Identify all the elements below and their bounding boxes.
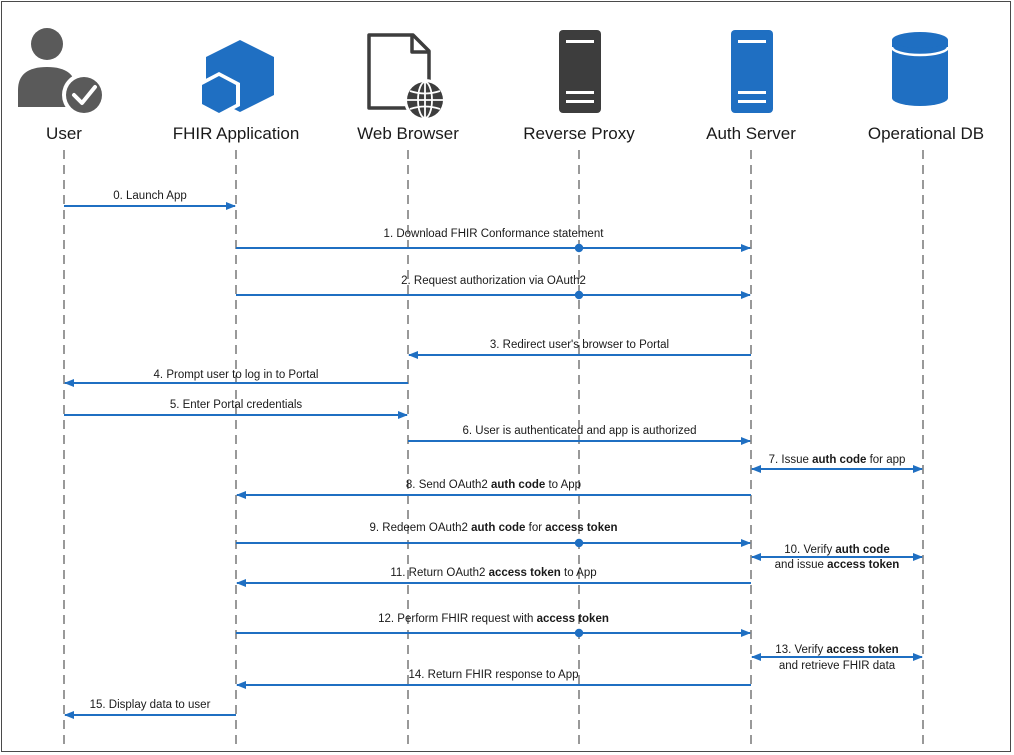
message-label-10: 10. Verify auth code [784, 544, 889, 556]
browser-globe-icon [367, 33, 446, 121]
message-label-5: 5. Enter Portal credentials [170, 399, 303, 411]
participant-labels: User FHIR Application Web Browser Revers… [46, 124, 984, 143]
proxy-pass-through-dot [574, 243, 584, 253]
participant-label-user: User [46, 124, 82, 143]
participant-label-reverse-proxy: Reverse Proxy [523, 124, 635, 143]
message-label-13-line2: and retrieve FHIR data [779, 660, 896, 672]
proxy-pass-through-dot [574, 290, 584, 300]
user-check-icon [18, 28, 106, 117]
message-label-1: 1. Download FHIR Conformance statement [384, 228, 605, 240]
proxy-pass-through-dot [574, 538, 584, 548]
message-label-9: 9. Redeem OAuth2 auth code for access to… [369, 522, 617, 534]
lifelines [63, 150, 924, 750]
message-label-14: 14. Return FHIR response to App [408, 669, 578, 681]
message-label-13: 13. Verify access token [775, 644, 898, 656]
message-label-7: 7. Issue auth code for app [769, 454, 906, 466]
database-icon [890, 32, 950, 106]
message-arrows [64, 202, 923, 719]
participant-label-operational-db: Operational DB [868, 124, 984, 143]
server-icon [559, 30, 601, 113]
message-label-4: 4. Prompt user to log in to Portal [154, 369, 319, 381]
hexagon-app-icon [198, 40, 274, 117]
message-label-8: 8. Send OAuth2 auth code to App [406, 479, 581, 491]
message-label-3: 3. Redirect user's browser to Portal [490, 339, 669, 351]
message-label-6: 6. User is authenticated and app is auth… [463, 425, 697, 437]
message-labels: 0. Launch App 1. Download FHIR Conformanc… [90, 190, 906, 711]
message-label-11: 11. Return OAuth2 access token to App [390, 567, 596, 579]
message-label-12: 12. Perform FHIR request with access tok… [378, 613, 609, 625]
participant-label-auth-server: Auth Server [706, 124, 796, 143]
participant-label-web-browser: Web Browser [357, 124, 459, 143]
message-label-0: 0. Launch App [113, 190, 187, 202]
server-icon [731, 30, 773, 113]
message-label-2: 2. Request authorization via OAuth2 [401, 275, 586, 287]
message-label-10-line2: and issue access token [775, 559, 900, 571]
proxy-pass-through-dot [574, 628, 584, 638]
message-label-15: 15. Display data to user [90, 699, 211, 711]
participant-label-fhir-app: FHIR Application [173, 124, 300, 143]
